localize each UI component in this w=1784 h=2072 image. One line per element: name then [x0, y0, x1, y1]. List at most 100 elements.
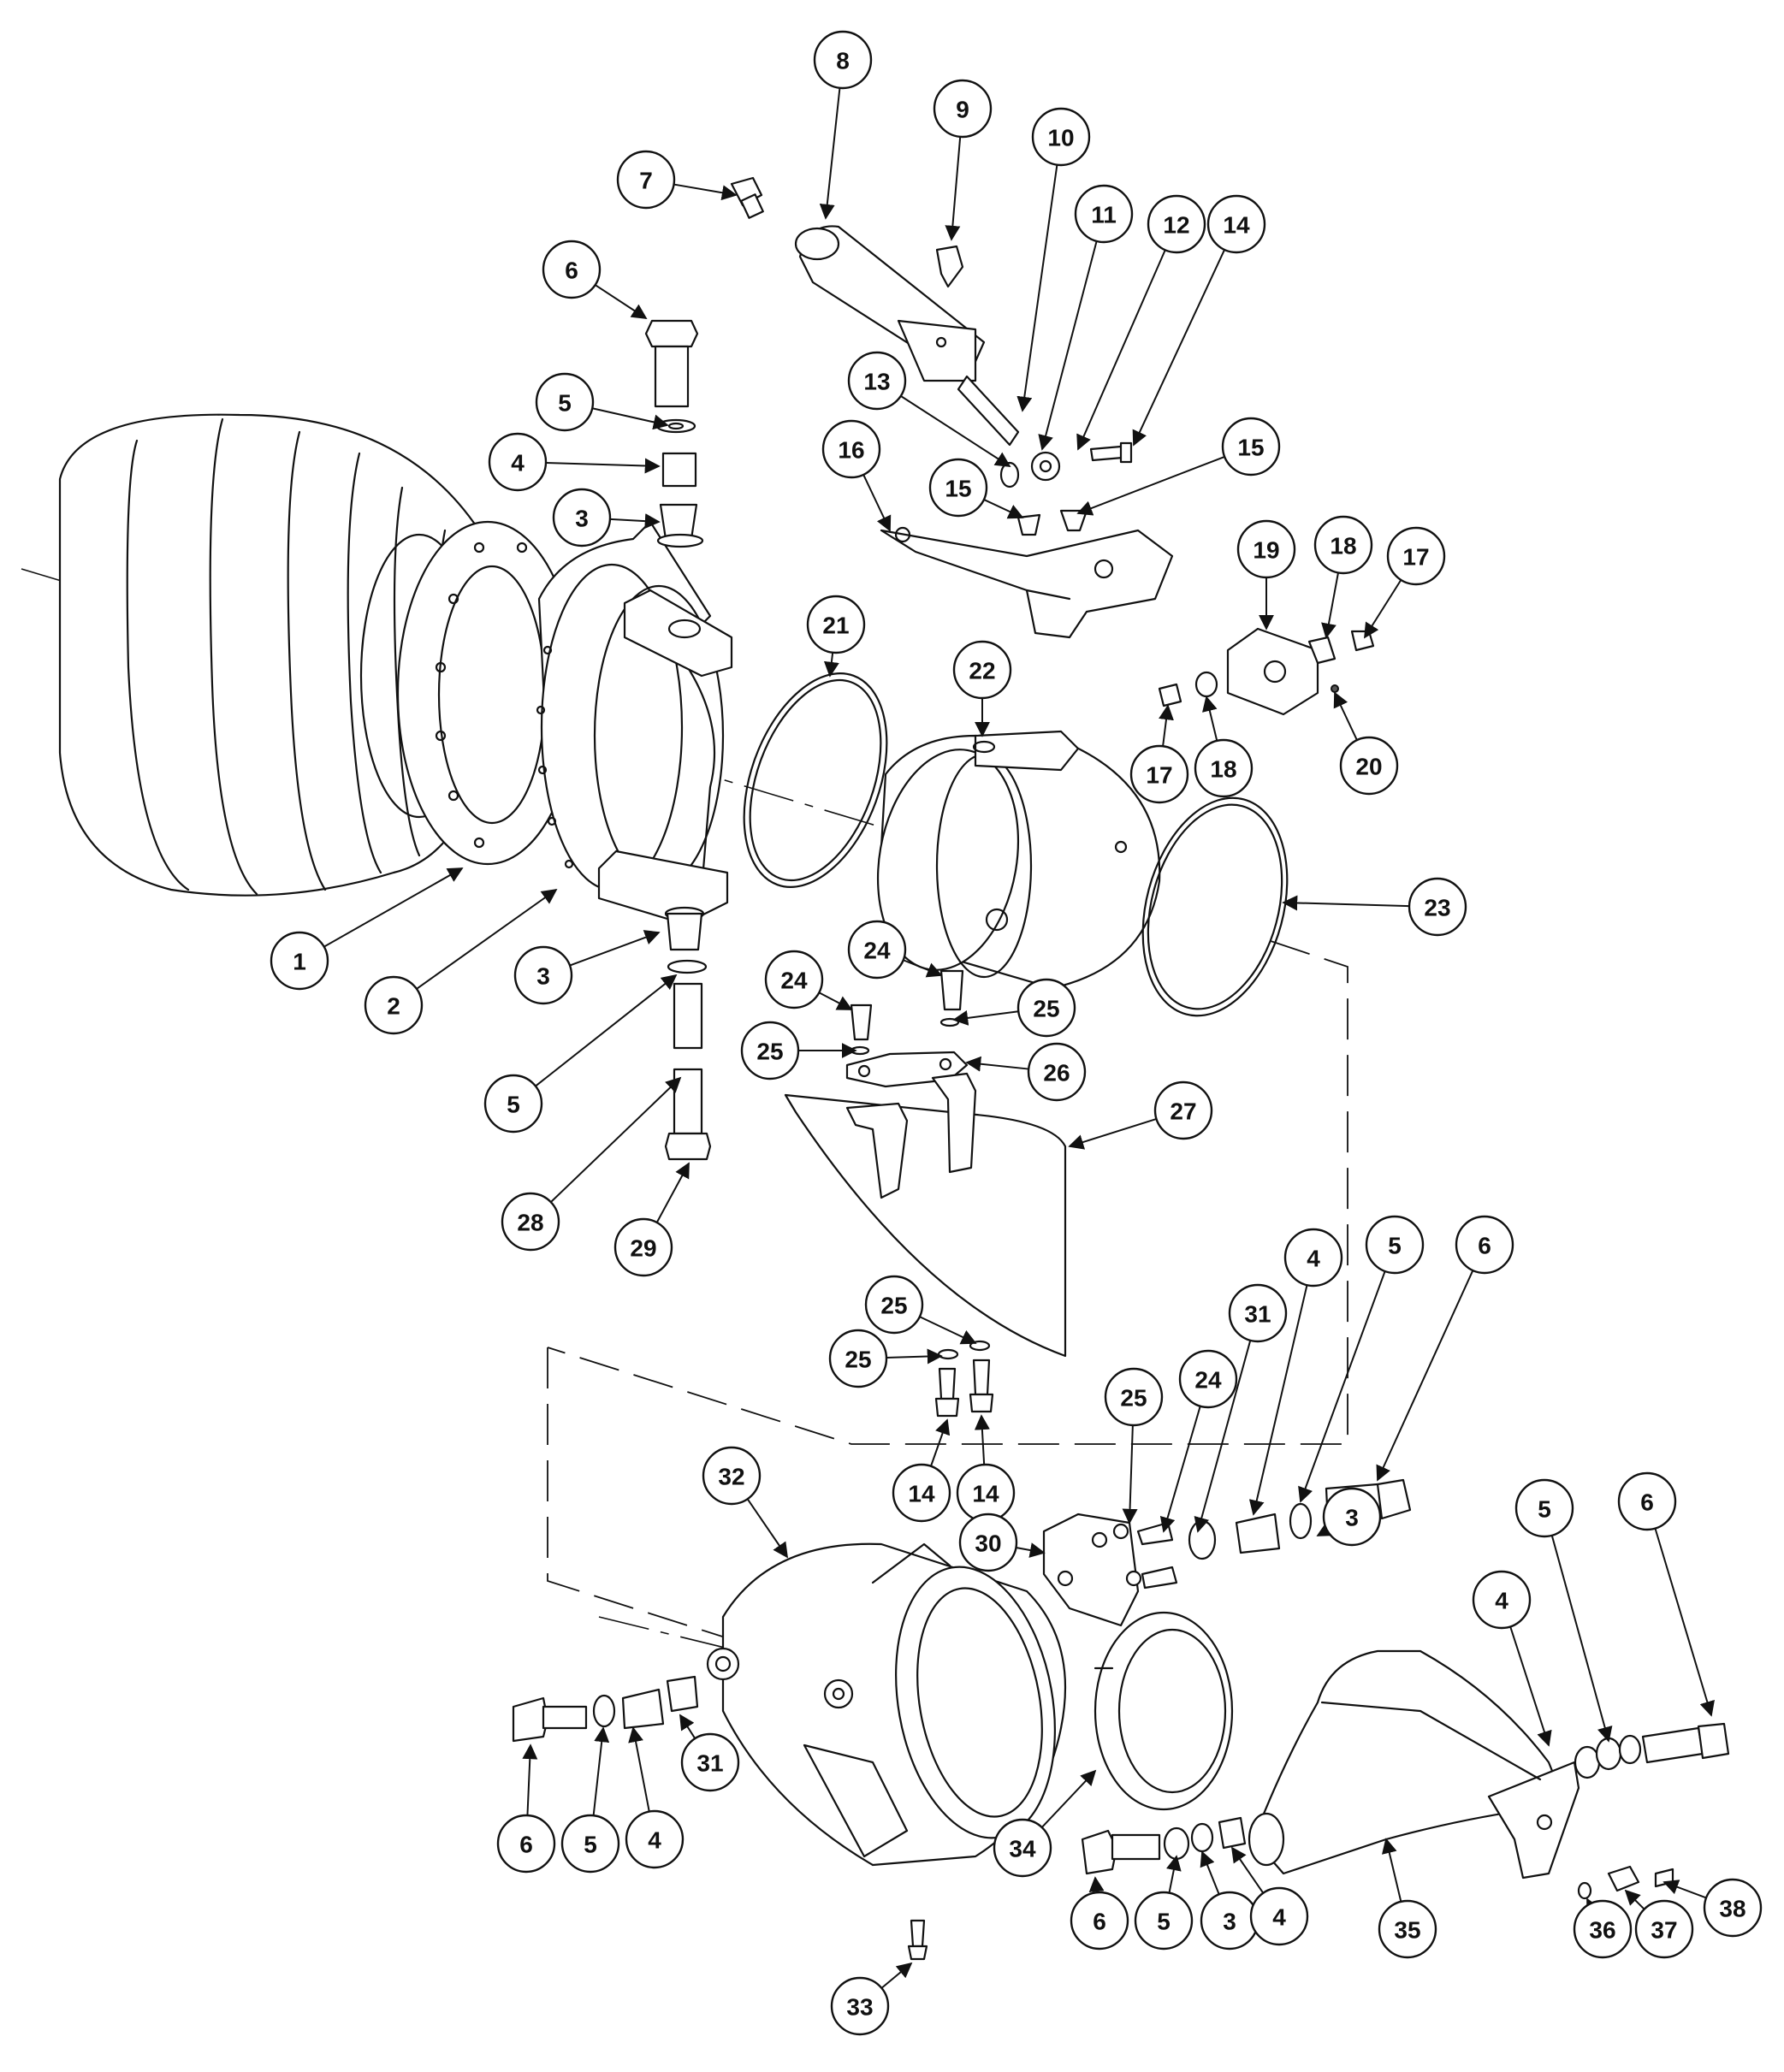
- callout-number: 6: [519, 1832, 533, 1858]
- callout-number: 5: [1157, 1909, 1171, 1935]
- callout-number: 25: [880, 1293, 907, 1319]
- callout-leader-5: [1165, 1855, 1182, 1893]
- upper-pivot-hardware: [644, 319, 704, 548]
- callout-bubble: [958, 1513, 1018, 1572]
- callout-number: 25: [1033, 996, 1059, 1022]
- callout-leader-5: [1550, 1535, 1613, 1743]
- callout-bubble: [847, 920, 907, 980]
- callout-leader-14: [1132, 249, 1225, 447]
- callout-37: 37: [1634, 1899, 1694, 1959]
- callout-leader-5: [535, 974, 678, 1087]
- callout-leader-14: [974, 1414, 990, 1465]
- callout-leader-8: [819, 87, 841, 220]
- callout-leader-15: [983, 499, 1024, 519]
- callout-leader-25: [952, 1009, 1019, 1026]
- callout-number: 31: [696, 1750, 723, 1777]
- callout-33: 33: [830, 1976, 890, 2036]
- callout-number: 32: [718, 1464, 744, 1490]
- callout-bubble: [1134, 1891, 1194, 1951]
- callout-1: 1: [270, 931, 329, 991]
- callout-bubble: [828, 1329, 888, 1388]
- callout-leader-6: [522, 1743, 538, 1816]
- callout-leader-18: [1321, 572, 1339, 639]
- callout-bubble: [1236, 519, 1296, 579]
- callout-leader-3: [1200, 1850, 1220, 1895]
- callout-bubble: [535, 372, 595, 432]
- callout-bubble: [1617, 1471, 1677, 1531]
- callout-bubble: [616, 150, 676, 210]
- callout-35: 35: [1378, 1899, 1437, 1959]
- part-35-tiller-arm: [1248, 1649, 1580, 1880]
- callout-bubble: [625, 1809, 685, 1869]
- callout-leader-1: [323, 867, 464, 948]
- callout-bubble: [847, 351, 907, 411]
- callout-leader-2: [416, 888, 558, 990]
- callout-leader-37: [1624, 1889, 1645, 1910]
- callout-27: 27: [1153, 1080, 1213, 1140]
- callout-24: 24: [1178, 1349, 1238, 1409]
- callout-number: 13: [863, 369, 890, 395]
- callout-9: 9: [933, 79, 993, 139]
- callout-leader-15: [1076, 455, 1225, 516]
- callout-bubble: [680, 1732, 740, 1792]
- part-32-gear-case: [706, 1542, 1066, 1867]
- callout-number: 5: [558, 390, 572, 417]
- callout-leader-3: [569, 930, 661, 967]
- callout-6: 6: [496, 1814, 556, 1874]
- callout-3: 3: [552, 488, 612, 548]
- callout-leader-4: [1509, 1626, 1552, 1747]
- callout-leader-32: [746, 1498, 789, 1559]
- callout-number: 5: [584, 1832, 597, 1858]
- callout-leader-9: [945, 136, 962, 241]
- cylinder-mount-bracket: [880, 509, 1174, 639]
- callout-leader-33: [880, 1962, 913, 1989]
- lower-pivot-hardware: [664, 906, 712, 1161]
- callout-25: 25: [864, 1275, 924, 1335]
- callout-leader-16: [862, 474, 892, 532]
- callout-leader-6: [595, 284, 648, 319]
- callout-number: 14: [908, 1481, 935, 1507]
- callout-6: 6: [1070, 1891, 1129, 1951]
- callout-number: 31: [1244, 1301, 1271, 1328]
- callout-bubble: [613, 1217, 673, 1277]
- callout-25: 25: [740, 1021, 800, 1080]
- callout-bubble: [892, 1463, 951, 1523]
- callout-number: 21: [822, 613, 849, 639]
- clamp-block: [1158, 627, 1375, 716]
- callout-bubble: [496, 1814, 556, 1874]
- callout-bubble: [1016, 978, 1076, 1038]
- callout-number: 34: [1009, 1836, 1036, 1862]
- callout-number: 2: [387, 993, 400, 1020]
- callout-16: 16: [821, 419, 881, 479]
- callout-bubble: [1206, 194, 1266, 254]
- callout-leader-6: [1088, 1876, 1105, 1893]
- callout-bubble: [364, 975, 424, 1035]
- callout-bubble: [1514, 1478, 1574, 1538]
- callout-3: 3: [513, 945, 573, 1005]
- callout-6: 6: [542, 240, 602, 299]
- callout-number: 4: [648, 1827, 661, 1854]
- callout-bubble: [952, 640, 1012, 700]
- callout-38: 38: [1703, 1878, 1763, 1938]
- callout-bubble: [1339, 736, 1399, 796]
- callout-number: 4: [1307, 1246, 1320, 1272]
- callout-leader-24: [903, 959, 943, 978]
- callout-number: 6: [565, 258, 578, 284]
- part-21-o-ring: [743, 672, 888, 888]
- callout-bubble: [542, 240, 602, 299]
- callout-number: 7: [639, 168, 653, 194]
- callout-number: 5: [1388, 1233, 1402, 1259]
- callout-leader-29: [655, 1162, 690, 1223]
- callout-leader-30: [1016, 1542, 1046, 1558]
- callout-bubble: [1634, 1899, 1694, 1959]
- callout-5: 5: [1365, 1215, 1425, 1275]
- callout-leader-17: [1364, 579, 1402, 639]
- callout-leader-24: [818, 992, 853, 1010]
- part-2-flange-gasket: [396, 520, 579, 866]
- callout-number: 24: [780, 968, 808, 994]
- callout-4: 4: [625, 1809, 685, 1869]
- callout-3: 3: [1322, 1487, 1382, 1547]
- callout-number: 4: [511, 450, 525, 477]
- callout-leader-5: [591, 407, 669, 430]
